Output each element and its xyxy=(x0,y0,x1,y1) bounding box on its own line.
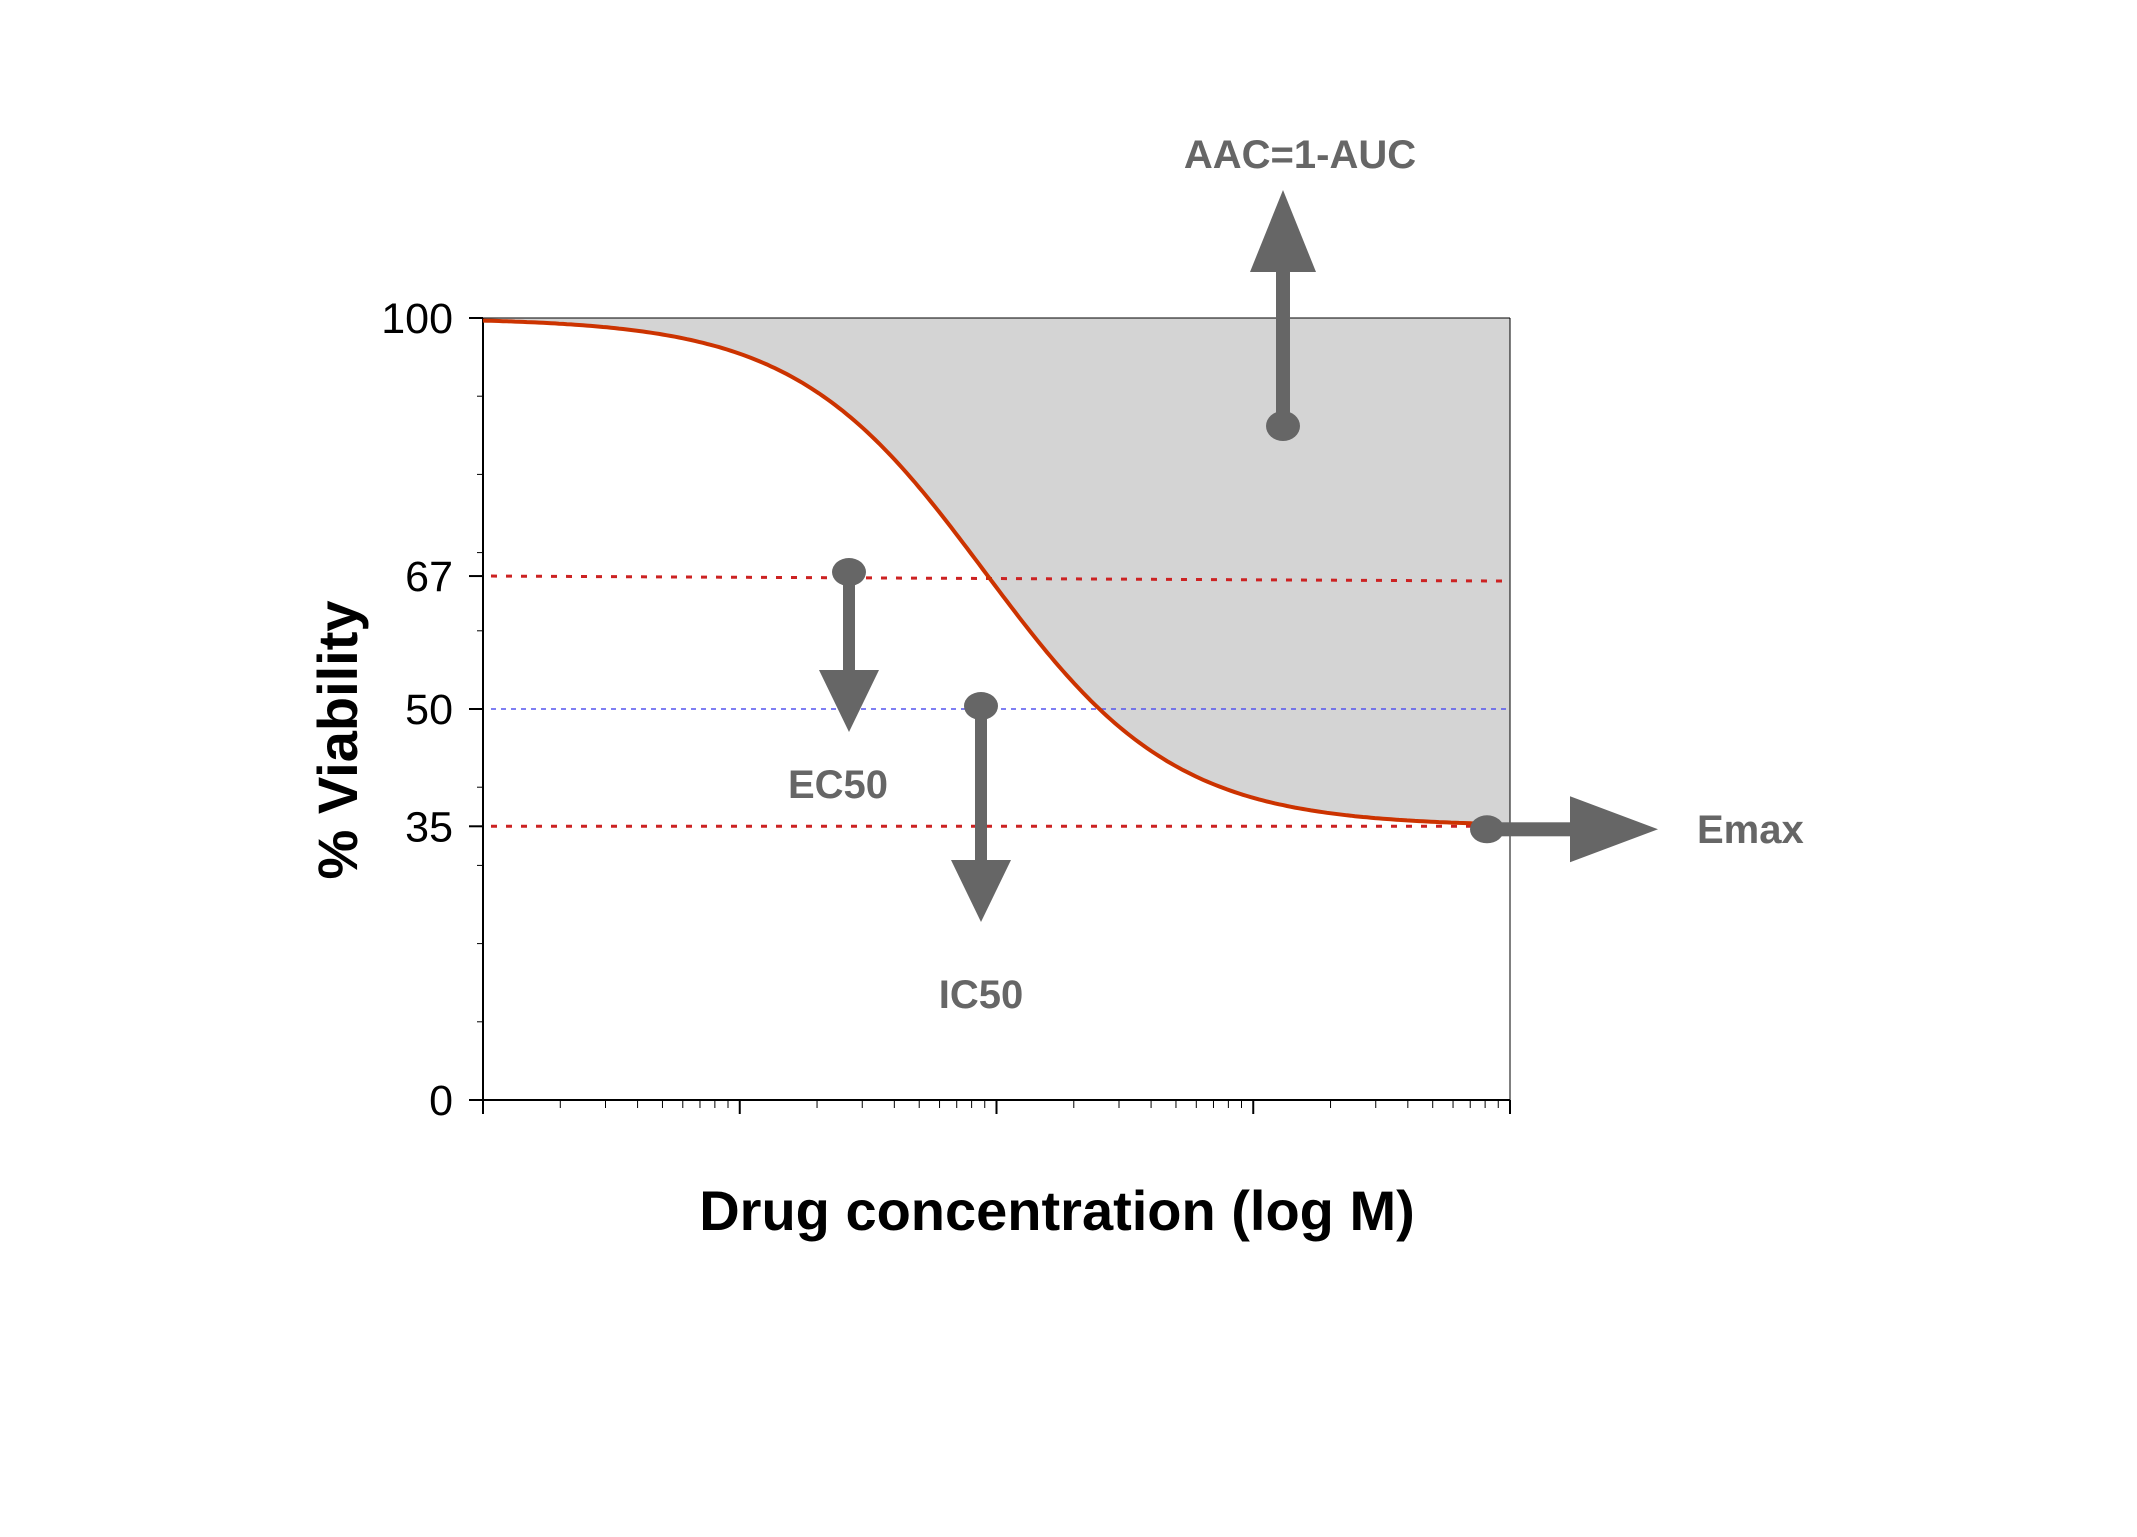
reference-lines xyxy=(490,574,1511,828)
aac-label: AAC=1-AUC xyxy=(1184,133,1416,177)
arrow-shaft xyxy=(843,572,855,672)
y-axis: 100 67 50 35 0 xyxy=(381,295,483,1125)
reference-line-67 xyxy=(490,574,1511,583)
aac-arrow xyxy=(1250,190,1316,441)
y-tick-label-50: 50 xyxy=(405,686,453,734)
y-axis-title: % Viability xyxy=(306,600,369,879)
arrow-head xyxy=(819,670,879,732)
arrow-shaft xyxy=(1276,270,1290,426)
y-tick-label-67: 67 xyxy=(405,553,453,601)
ic50-label: IC50 xyxy=(939,973,1024,1017)
emax-label: Emax xyxy=(1697,808,1804,852)
y-tick-label-35: 35 xyxy=(405,803,453,851)
y-tick-label-0: 0 xyxy=(429,1077,453,1125)
x-axis xyxy=(482,1100,1511,1114)
arrow-shaft xyxy=(1487,822,1573,837)
ec50-label: EC50 xyxy=(788,763,888,807)
y-tick-label-100: 100 xyxy=(381,295,453,343)
arrow-head xyxy=(951,860,1011,922)
dose-response-curve xyxy=(482,318,1492,826)
ec50-arrow xyxy=(819,558,879,732)
ic50-arrow xyxy=(951,692,1011,922)
emax-arrow xyxy=(1470,796,1658,863)
arrow-head xyxy=(1250,190,1316,272)
arrow-head xyxy=(1570,796,1658,863)
arrow-shaft xyxy=(975,706,987,862)
aac-shaded-area xyxy=(483,318,1510,824)
x-axis-title: Drug concentration (log M) xyxy=(699,1179,1415,1242)
